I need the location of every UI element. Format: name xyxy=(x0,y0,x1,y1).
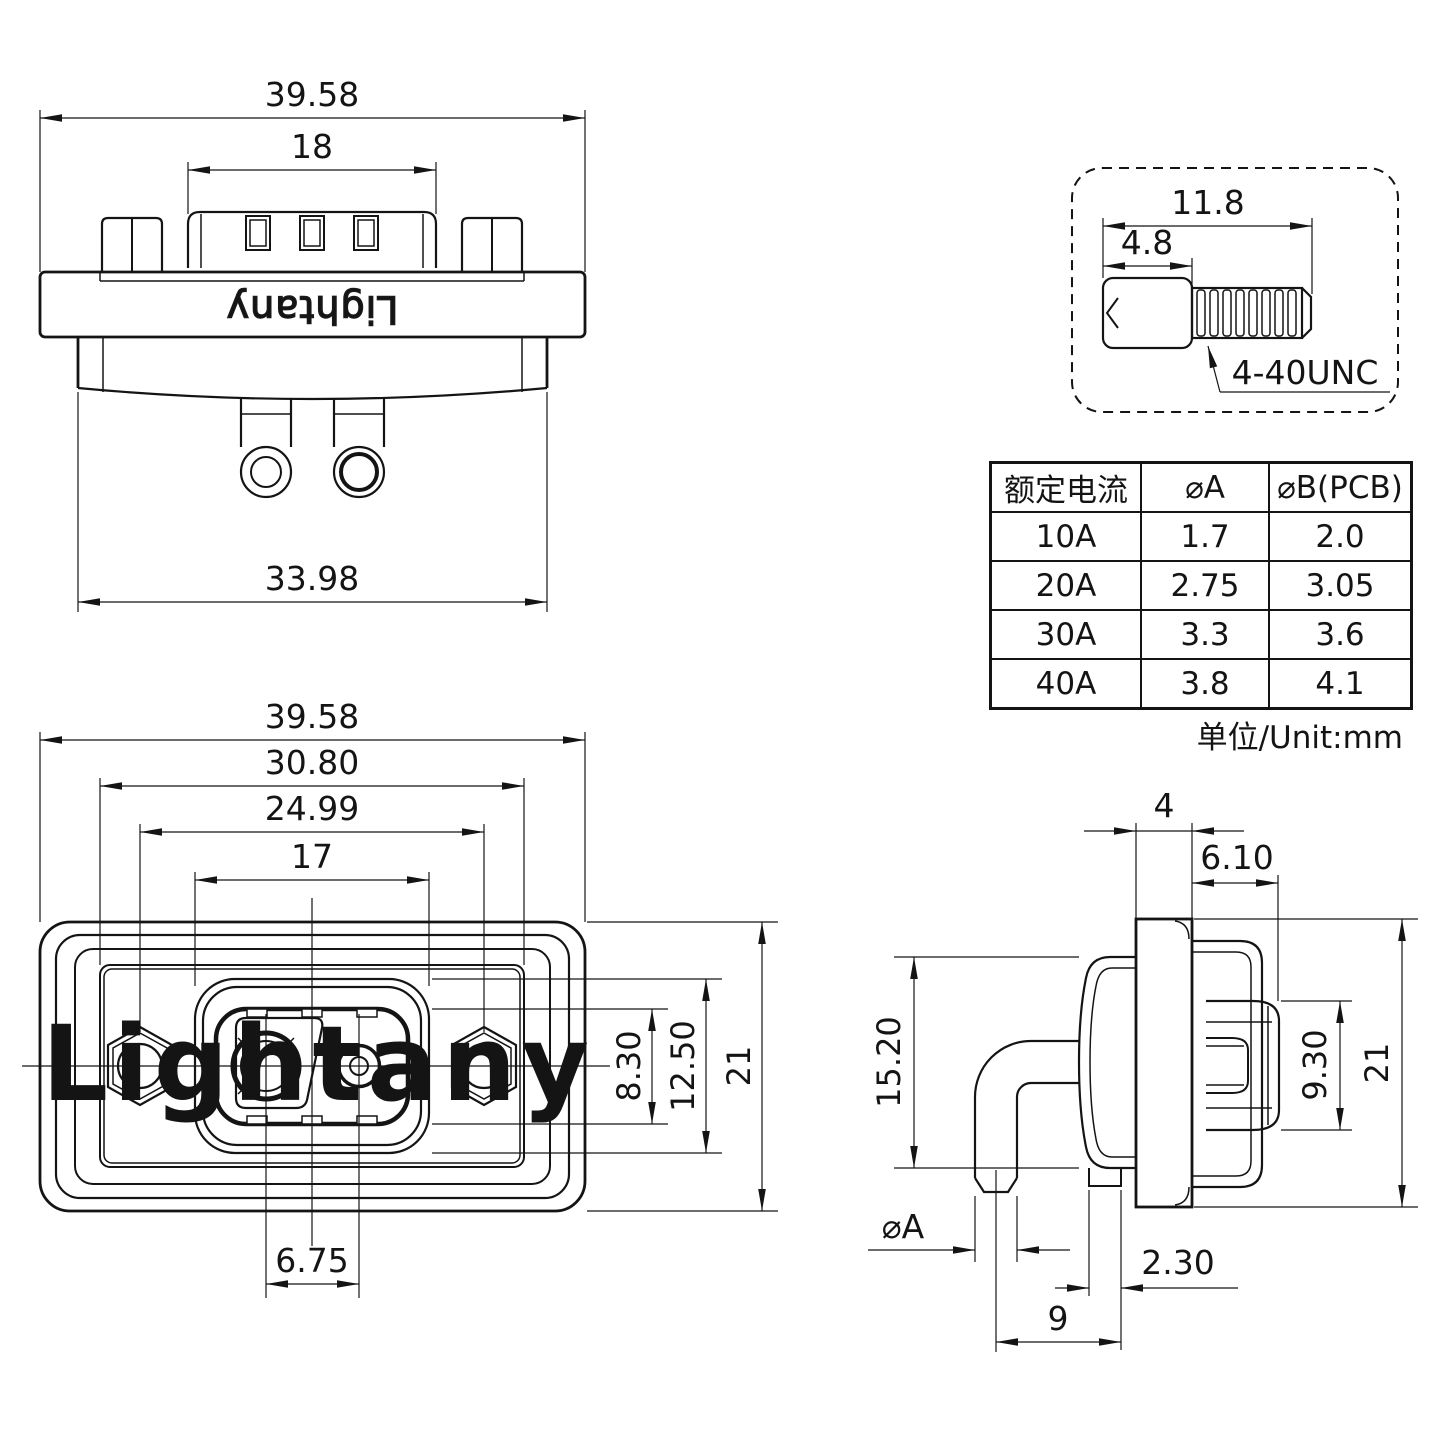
front-dim-overall-height: 21 xyxy=(587,921,778,1212)
top-contact-windows xyxy=(245,215,379,251)
top-dim-insert-width: 18 xyxy=(187,127,437,214)
side-dim-pin-to-face: 9 xyxy=(996,1299,1121,1346)
screw-head-notch xyxy=(1105,297,1119,329)
side-rear-shell-inner xyxy=(1089,967,1136,1158)
side-dim-pin-diameter: ⌀A xyxy=(868,1196,1070,1262)
dim-label: 24.99 xyxy=(265,789,359,828)
top-pin-small xyxy=(239,399,293,499)
screw-detail: 11.8 4.8 4-40UNC xyxy=(1071,167,1399,413)
front-dim-step-width: 30.80 xyxy=(99,743,525,965)
top-insert-shroud xyxy=(186,210,438,268)
side-shroud-inner xyxy=(1192,951,1252,1177)
side-dim-shroud-depth: 6.10 xyxy=(1192,838,1279,1001)
dim-label: 33.98 xyxy=(265,559,359,598)
table-cell: 1.7 xyxy=(1140,511,1270,562)
top-flange xyxy=(38,270,587,339)
screw-thread-callout: 4-40UNC xyxy=(1207,345,1390,393)
dim-label: 17 xyxy=(291,837,333,876)
dim-label: 6.75 xyxy=(275,1241,348,1280)
table-header-row: 额定电流 ⌀A ⌀B(PCB) xyxy=(989,461,1413,513)
dim-label: 21 xyxy=(720,1046,758,1087)
dim-label: 9 xyxy=(1048,1299,1069,1338)
front-dim-insert-width: 17 xyxy=(194,837,430,986)
side-jackscrew-nut xyxy=(1206,999,1281,1132)
dim-label: 9.30 xyxy=(1296,1029,1334,1100)
side-dim-pin-step: 2.30 xyxy=(1055,1190,1238,1350)
front-dim-opening-height: 8.30 xyxy=(432,1008,668,1125)
dim-label: 18 xyxy=(291,127,333,166)
table-cell: 3.05 xyxy=(1268,560,1413,611)
table-header-cell: ⌀A xyxy=(1140,461,1270,513)
thread-spec-label: 4-40UNC xyxy=(1232,353,1379,392)
side-flange-fillet-top xyxy=(1174,920,1190,940)
dim-label: 4 xyxy=(1154,786,1175,825)
side-dim-flange-thickness: 4 xyxy=(1084,786,1244,919)
table-header-cell: ⌀B(PCB) xyxy=(1268,461,1413,513)
table-row: 30A 3.3 3.6 xyxy=(989,609,1413,660)
table-row: 20A 2.75 3.05 xyxy=(989,560,1413,611)
dim-label: 2.30 xyxy=(1141,1243,1214,1282)
table-cell: 2.75 xyxy=(1140,560,1270,611)
side-shell-tab xyxy=(1088,1168,1122,1187)
table-cell: 2.0 xyxy=(1268,511,1413,562)
top-pin-large xyxy=(332,399,386,499)
brand-logo-text: Lightany xyxy=(226,288,399,332)
dim-label: 12.50 xyxy=(664,1020,702,1112)
screw-dim-head-length: 4.8 xyxy=(1103,223,1193,285)
top-jackscrew-left xyxy=(100,216,164,272)
side-shroud xyxy=(1192,939,1264,1189)
dim-label: 39.58 xyxy=(265,697,359,736)
top-jackscrew-right xyxy=(460,216,524,272)
unit-note: 单位/Unit:mm xyxy=(1196,720,1403,756)
side-flange-fillet-bottom xyxy=(1174,1186,1190,1206)
table-cell: 20A xyxy=(989,560,1142,611)
screw-dim-total-length: 11.8 xyxy=(1102,183,1313,294)
table-cell: 10A xyxy=(989,511,1142,562)
table-row: 40A 3.8 4.1 xyxy=(989,658,1413,710)
side-rear-shell xyxy=(1077,955,1136,1170)
table-cell: 4.1 xyxy=(1268,658,1413,710)
dim-label: 4.8 xyxy=(1121,223,1173,262)
side-dim-body-height: 15.20 xyxy=(870,956,1079,1169)
dim-label: 15.20 xyxy=(870,1016,908,1108)
table-cell: 3.8 xyxy=(1140,658,1270,710)
screw-thread xyxy=(1190,286,1313,340)
side-view: 4 6.10 15.20 9.30 21 xyxy=(868,786,1418,1352)
dim-label: 39.58 xyxy=(265,75,359,114)
top-dim-body-width: 33.98 xyxy=(77,392,548,612)
dim-label: 11.8 xyxy=(1171,183,1244,222)
dim-label: ⌀A xyxy=(882,1207,925,1246)
table-header-cell: 额定电流 xyxy=(989,461,1142,513)
screw-head xyxy=(1101,276,1194,350)
front-dim-mount-spacing: 24.99 xyxy=(139,789,485,1032)
spec-table: 额定电流 ⌀A ⌀B(PCB) 10A 1.7 2.0 20A 2.75 3.0… xyxy=(989,461,1413,710)
side-dim-overall-height: 21 xyxy=(1194,918,1418,1208)
dim-label: 21 xyxy=(1358,1043,1396,1084)
front-dim-contact-spacing: 6.75 xyxy=(266,1241,359,1288)
side-dim-nut-height: 9.30 xyxy=(1281,1000,1352,1131)
dim-label: 8.30 xyxy=(610,1030,648,1101)
top-dim-overall-width: 39.58 xyxy=(39,75,586,272)
top-view: Lightany 39.58 xyxy=(38,75,587,612)
front-dim-overall-width: 39.58 xyxy=(39,697,586,922)
side-bent-pin xyxy=(973,1039,1079,1194)
table-cell: 30A xyxy=(989,609,1142,660)
front-view: 39.58 30.80 24.99 17 8.30 xyxy=(22,697,778,1298)
table-cell: 3.3 xyxy=(1140,609,1270,660)
table-row: 10A 1.7 2.0 xyxy=(989,511,1413,562)
dim-label: 6.10 xyxy=(1200,838,1273,877)
table-cell: 3.6 xyxy=(1268,609,1413,660)
front-contact-pocket xyxy=(234,1016,324,1110)
front-dim-shroud-height: 12.50 xyxy=(432,978,722,1154)
side-flange xyxy=(1134,917,1194,1209)
table-cell: 40A xyxy=(989,658,1142,710)
dim-label: 30.80 xyxy=(265,743,359,782)
top-rear-body xyxy=(76,337,549,401)
